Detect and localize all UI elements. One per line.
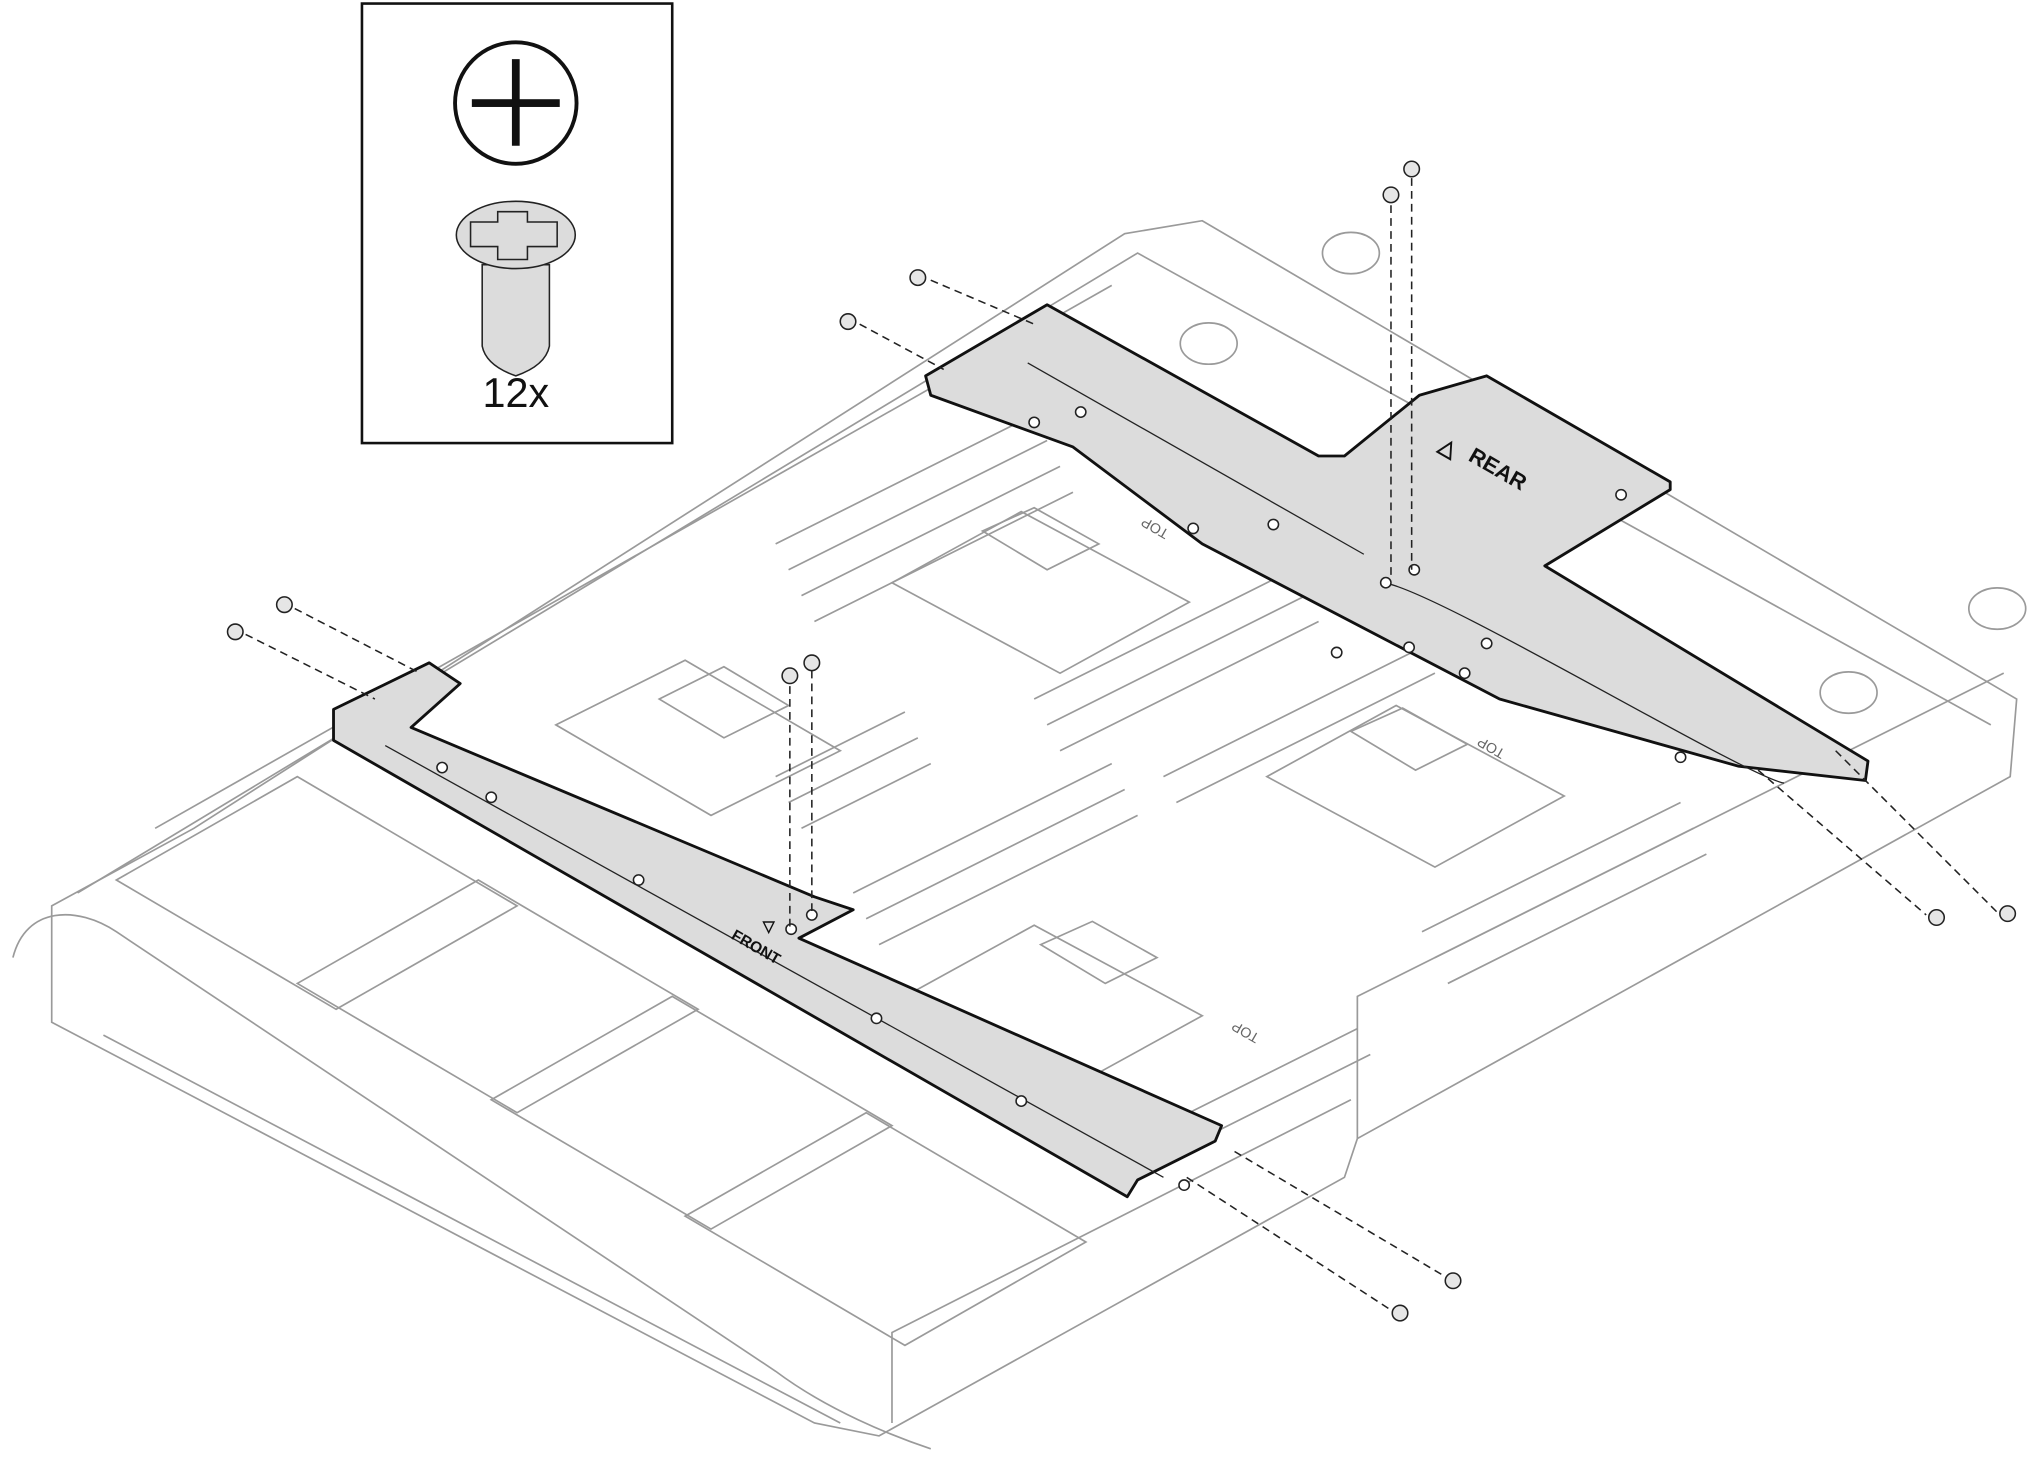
front-bracket-screw-holes bbox=[436, 761, 1191, 1192]
legend-box: 12x bbox=[360, 2, 674, 445]
screw-icon bbox=[803, 654, 821, 672]
screw-icon bbox=[1999, 905, 2017, 923]
screw-icon bbox=[226, 623, 244, 641]
screw-icon bbox=[1382, 186, 1400, 204]
screw-icon bbox=[1391, 1304, 1409, 1322]
front-bracket: FRONT ▽ bbox=[332, 661, 1224, 1199]
top-label: TOP bbox=[1475, 733, 1508, 761]
rear-bracket: REAR △ bbox=[924, 303, 1870, 784]
screw-icon bbox=[781, 667, 799, 685]
screw-icon bbox=[909, 269, 927, 287]
screw-guide-lines bbox=[245, 178, 1998, 1310]
screw-icon bbox=[1403, 160, 1421, 178]
top-label: TOP bbox=[1229, 1017, 1262, 1045]
flat-head-screw-icon bbox=[455, 200, 577, 377]
phillips-screwdriver-icon bbox=[453, 40, 579, 166]
screw-icon bbox=[839, 313, 857, 331]
screw-quantity: 12x bbox=[482, 370, 549, 416]
screw-icon bbox=[275, 596, 293, 614]
screw-icon bbox=[1444, 1272, 1462, 1290]
front-arrow-icon: ▽ bbox=[762, 919, 776, 936]
screw-icon bbox=[1927, 908, 1946, 927]
screws bbox=[226, 160, 2017, 1322]
